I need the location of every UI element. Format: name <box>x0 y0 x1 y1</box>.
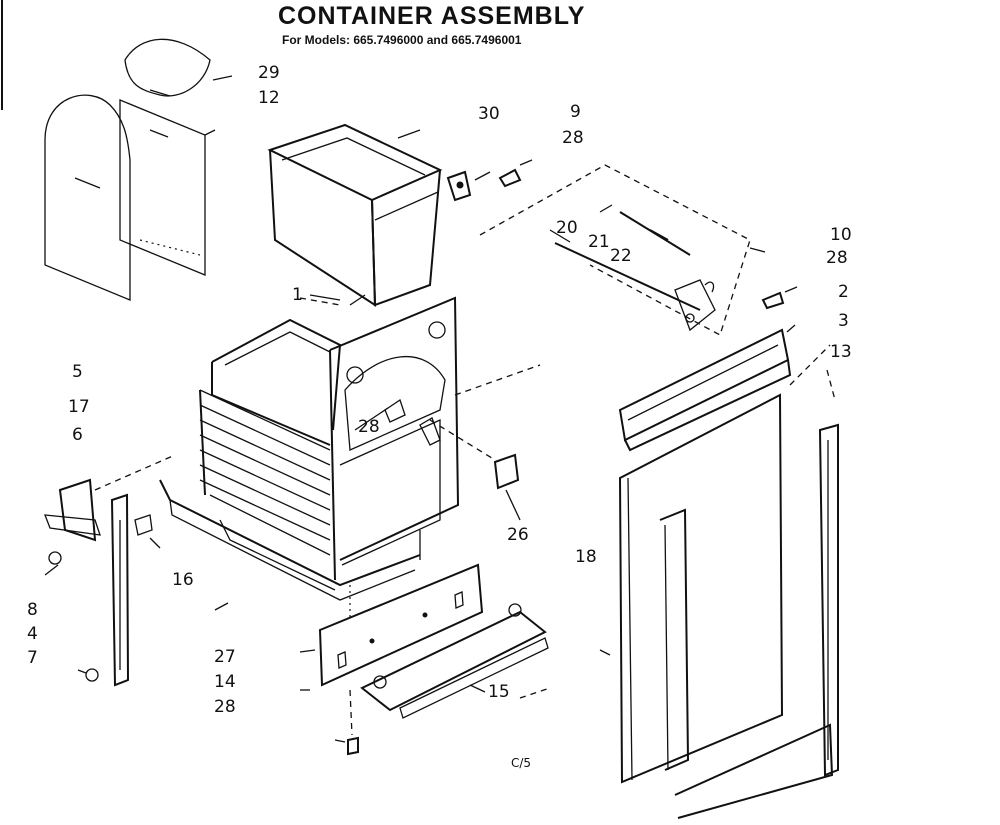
callout-16: 16 <box>172 570 194 590</box>
callout-28-right: 28 <box>826 248 848 268</box>
agitator-rod-assembly <box>479 164 766 336</box>
callout-1: 1 <box>292 285 303 305</box>
page-code: C/5 <box>511 756 532 770</box>
callout-6: 6 <box>72 425 83 445</box>
bracket-part <box>446 159 533 202</box>
diagram-subtitle: For Models: 665.7496000 and 665.7496001 <box>282 33 522 47</box>
callout-27: 27 <box>214 647 236 667</box>
cabinet-frame <box>159 294 541 601</box>
door-panel-part <box>599 369 839 819</box>
callout-9: 9 <box>570 102 581 122</box>
callout-7: 7 <box>27 648 38 668</box>
callout-28-center: 28 <box>358 417 380 437</box>
callout-28-bottom: 28 <box>214 697 236 717</box>
callout-17: 17 <box>68 397 90 417</box>
callout-30: 30 <box>478 104 500 124</box>
callout-10: 10 <box>830 225 852 245</box>
callout-18: 18 <box>575 547 597 567</box>
callout-14: 14 <box>214 672 236 692</box>
toe-rail-part <box>300 603 551 719</box>
clip-part <box>493 453 521 521</box>
callout-3: 3 <box>838 311 849 331</box>
callout-12: 12 <box>258 88 280 108</box>
diagram-title: CONTAINER ASSEMBLY <box>278 2 586 30</box>
callout-29: 29 <box>258 63 280 83</box>
callout-20: 20 <box>556 218 578 238</box>
caster-part <box>134 514 229 611</box>
knob-part <box>761 291 785 310</box>
callout-8: 8 <box>27 600 38 620</box>
container-liner-bag <box>44 38 233 301</box>
callout-4: 4 <box>27 624 38 644</box>
hinge-bracket-part <box>44 454 176 576</box>
callout-28-top: 28 <box>562 128 584 148</box>
top-trim-part <box>618 324 831 452</box>
callout-2: 2 <box>838 282 849 302</box>
callout-22: 22 <box>610 246 632 266</box>
callout-26: 26 <box>507 525 529 545</box>
callout-13: 13 <box>830 342 852 362</box>
side-rail-part <box>77 493 130 687</box>
callout-21: 21 <box>588 232 610 252</box>
callout-15: 15 <box>488 682 510 702</box>
callout-5: 5 <box>72 362 83 382</box>
container-bucket <box>267 123 443 307</box>
kick-plate-part <box>299 563 484 756</box>
